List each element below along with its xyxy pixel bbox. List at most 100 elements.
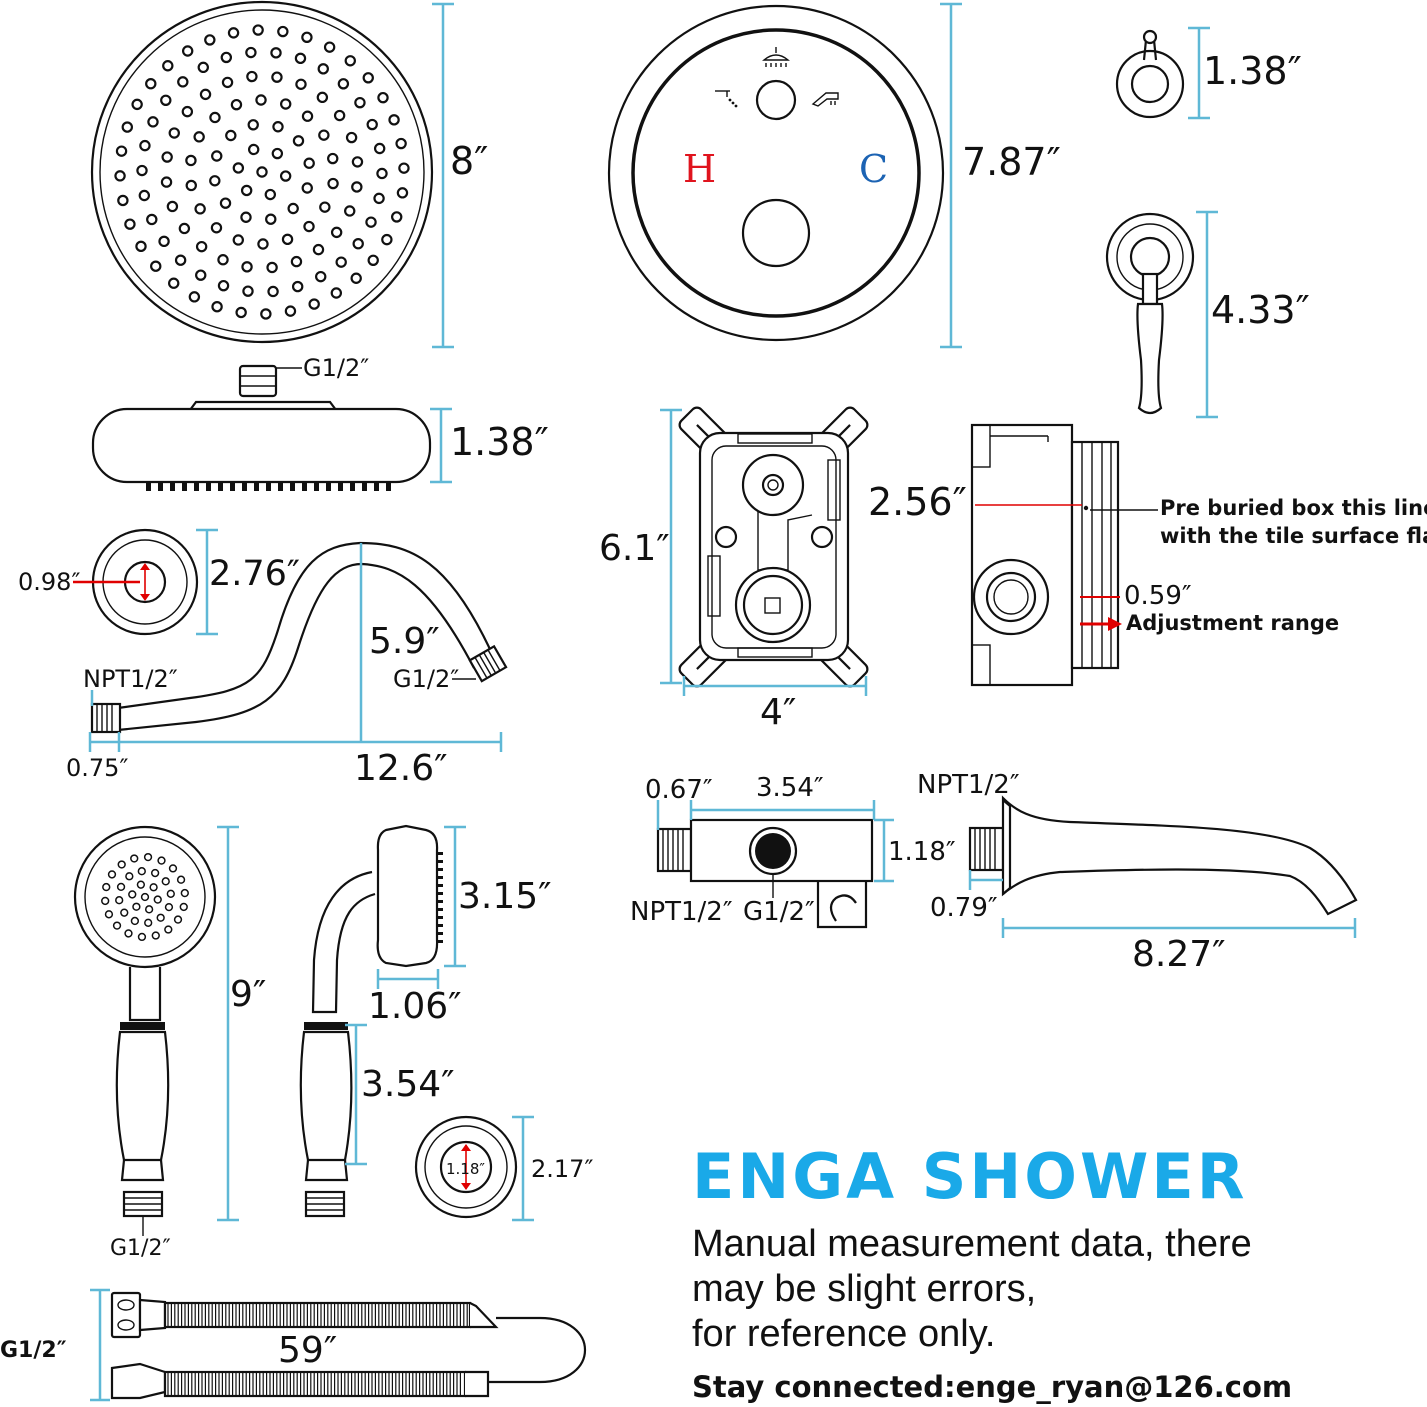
escutcheon [414,1115,518,1219]
nozzle-tooth [437,884,443,887]
nozzle [210,222,223,234]
hand-shower-nozzles [101,852,189,942]
nozzle [291,280,304,293]
nozzle [194,203,206,215]
valve-box-width-label: 4″ [760,692,796,733]
nozzle [117,860,126,869]
disclaimer-line-1: Manual measurement data, there [692,1223,1252,1265]
grip-length-dimension [345,1023,367,1166]
nozzle-tooth [278,482,283,491]
nozzle-tooth [374,482,379,491]
rain-head-connector-label: G1/2″ [303,354,369,382]
arm-outlet-label: G1/2″ [393,665,459,693]
nozzle [179,902,188,912]
nozzle [247,119,259,131]
handle-height-label: 4.33″ [1211,288,1310,332]
nozzle-tooth [290,482,295,491]
nozzle [264,188,277,201]
nozzle [266,261,278,274]
escutcheon-diameter-label: 2.17″ [531,1155,593,1183]
nozzle-tooth [437,876,443,879]
nozzle-tooth [266,482,271,491]
trim-plate-diameter-label: 7.87″ [962,140,1061,184]
nozzle-tooth [386,482,391,491]
brand-title: ENGA SHOWER [692,1140,1248,1213]
nozzle [362,72,374,84]
nozzle [317,63,329,75]
disclaimer-line-3: for reference only. [692,1313,996,1355]
nozzle-tooth [350,482,355,491]
nozzle [121,121,133,133]
nozzle [153,895,162,904]
nozzle-tooth [302,482,307,491]
nozzle [354,96,366,109]
nozzle [104,910,114,919]
valve-trim-plate: H C [607,4,945,342]
nozzle [177,76,189,88]
nozzle [145,78,157,90]
nozzle-tooth [437,940,443,943]
nozzle [377,91,389,104]
nozzle [180,888,189,898]
nozzle [232,234,244,246]
nozzle-tooth [314,482,319,491]
nozzle [132,902,141,911]
nozzle [242,285,254,297]
arm-inlet-thread [90,702,122,734]
nozzle [292,135,305,147]
nozzle [157,856,166,865]
escutcheon-diameter-dimension [512,1115,534,1222]
nozzle [115,896,124,905]
nozzle [303,157,315,169]
nozzle [150,868,160,878]
nozzle [327,177,339,190]
nozzle-tooth [170,482,175,491]
nozzle [102,882,111,892]
nozzle-tooth [437,892,443,895]
nozzle [287,202,299,215]
nozzle [351,181,363,193]
nozzle [344,55,356,67]
nozzle [178,222,191,235]
nozzle [114,170,126,182]
nozzle [174,254,187,266]
nozzle [188,291,201,303]
rain-head-nozzle-row [146,482,391,491]
nozzle [176,875,186,884]
nozzle [240,211,252,223]
nozzle [116,882,126,892]
flange-diameter-dimension [196,528,218,636]
nozzle [352,238,364,250]
nozzle-tooth [146,482,151,491]
nozzle [272,121,284,133]
arm-thread-length-label: 0.75″ [66,754,128,782]
flange-hole-label: 0.98″ [18,568,80,596]
wall-elbow [656,818,874,929]
hot-label: H [683,147,716,191]
hand-shower-head-depth-label: 1.06″ [368,986,462,1027]
nozzle [303,220,315,233]
handle-height-dimension [1196,210,1218,419]
hose-length-label: 59″ [278,1330,337,1371]
nozzle [345,131,358,144]
hand-shower-length-dimension [217,825,239,1222]
rain-head-side-view [91,364,432,491]
nozzle [107,870,117,879]
nozzle [308,298,320,310]
nozzle [168,864,178,873]
nozzle [112,921,122,930]
nozzle-tooth [437,932,443,935]
shower-hose [110,1291,587,1400]
nozzle [195,240,208,253]
valve-box-height-dimension [660,408,682,685]
nozzle [209,111,221,124]
nozzle [151,931,160,940]
elbow-height-label: 1.18″ [888,837,956,867]
nozzle [204,34,216,46]
nozzle [255,94,267,106]
nozzle [160,176,173,188]
nozzle-tooth [242,482,247,491]
nozzle-tooth [230,482,235,491]
arm-length-label: 12.6″ [354,748,448,789]
rain-head-thickness-dimension [430,407,452,484]
